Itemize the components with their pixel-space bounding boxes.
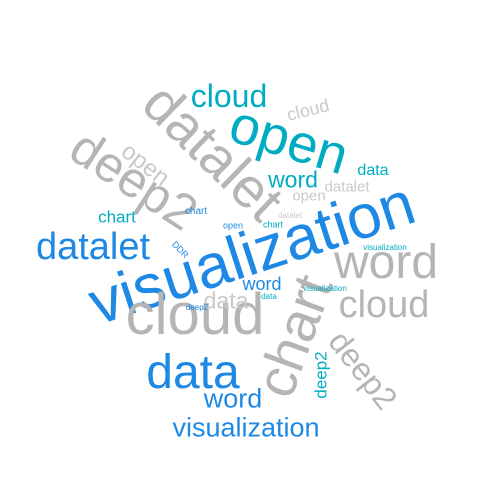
word-deep2: deep2 bbox=[321, 323, 405, 417]
word-visualization: visualization bbox=[172, 412, 320, 443]
word-word: word bbox=[333, 236, 439, 289]
word-datalet: datalet bbox=[324, 178, 370, 196]
word-data: data bbox=[261, 292, 277, 301]
word-datalet: datalet bbox=[277, 211, 303, 220]
word-chart: chart bbox=[184, 206, 208, 217]
word-word: word bbox=[242, 274, 282, 294]
word-word: word bbox=[203, 383, 263, 414]
word-open: open bbox=[222, 220, 244, 231]
word-chart: chart bbox=[262, 219, 284, 230]
word-chart: chart bbox=[98, 207, 136, 227]
word-datalet: datalet bbox=[35, 226, 151, 268]
word-word: word bbox=[268, 166, 318, 193]
word-data: data bbox=[203, 287, 249, 314]
word-open: open bbox=[292, 187, 326, 205]
word-data: data bbox=[357, 162, 389, 179]
word-data: data bbox=[146, 346, 240, 399]
word-deep2: deep2 bbox=[311, 351, 331, 399]
word-visualization: visualization bbox=[363, 243, 407, 252]
word-cloud: cloud bbox=[338, 284, 430, 326]
word-cloud: cloud bbox=[190, 78, 268, 114]
word-visualization: visualization bbox=[303, 284, 347, 293]
word-cloud: cloud bbox=[125, 282, 265, 347]
word-deep2: deep2 bbox=[185, 303, 209, 312]
